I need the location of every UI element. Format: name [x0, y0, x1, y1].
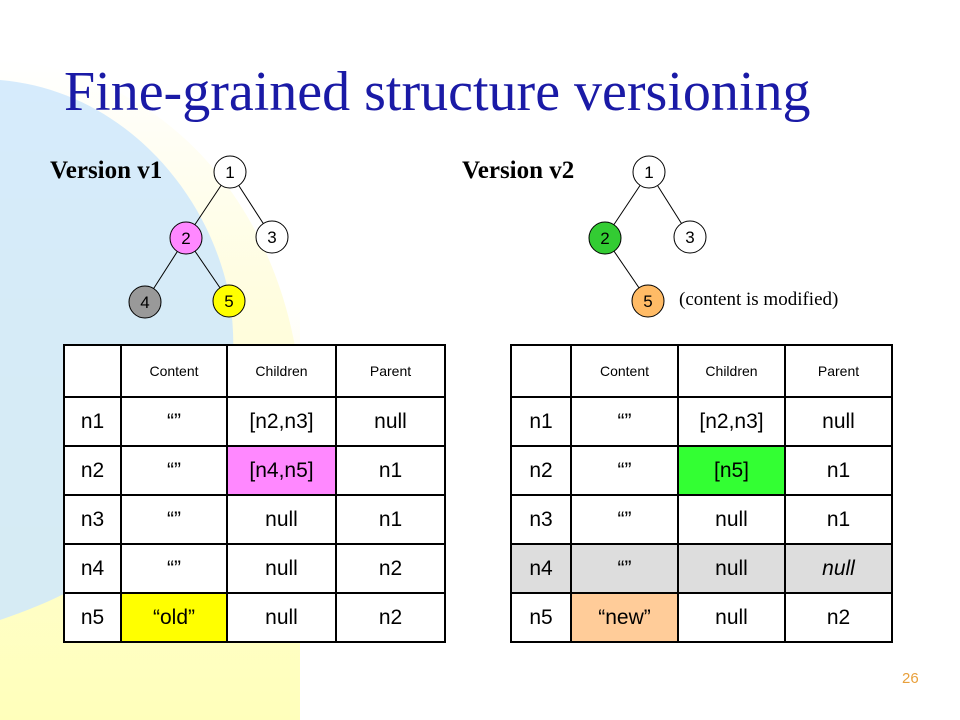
row-id: n5	[63, 592, 122, 643]
row-id: n2	[63, 445, 122, 496]
table-v1: Content Children Parent n1 “” [n2,n3] nu…	[63, 344, 446, 643]
row-id: n1	[63, 396, 122, 447]
row-id: n3	[63, 494, 122, 545]
table-row-removed: n4 “” null null	[510, 543, 893, 594]
slide-title: Fine-grained structure versioning	[64, 61, 811, 123]
parent-cell: n2	[335, 592, 446, 643]
header-content: Content	[120, 344, 228, 398]
header-parent: Parent	[335, 344, 446, 398]
tree-v1-node-4: 4	[128, 285, 162, 319]
row-id: n3	[510, 494, 572, 545]
svg-text:2: 2	[181, 229, 190, 248]
svg-text:3: 3	[685, 228, 694, 247]
table-row: n1 “” [n2,n3] null	[63, 396, 446, 447]
tree-v1-node-2: 2	[169, 221, 203, 255]
table-header-row: Content Children Parent	[63, 344, 446, 398]
table-row: n4 “” null n2	[63, 543, 446, 594]
svg-text:5: 5	[643, 292, 652, 311]
tree-v2-node-1: 1	[632, 155, 666, 189]
content-cell: “”	[120, 445, 228, 496]
children-cell-highlighted: [n4,n5]	[226, 445, 337, 496]
version-v1-label: Version v1	[50, 157, 163, 184]
header-content: Content	[570, 344, 679, 398]
header-empty	[63, 344, 122, 398]
row-id: n5	[510, 592, 572, 643]
table-v2: Content Children Parent n1 “” [n2,n3] nu…	[510, 344, 893, 643]
row-id: n4	[63, 543, 122, 594]
row-id: n4	[510, 543, 572, 594]
tree-v2-node-5: 5	[631, 284, 665, 318]
svg-text:4: 4	[140, 293, 149, 312]
content-cell: “”	[570, 445, 679, 496]
table-row: n3 “” null n1	[510, 494, 893, 545]
svg-text:1: 1	[225, 163, 234, 182]
tree-v1-node-5: 5	[212, 284, 246, 318]
parent-cell: null	[335, 396, 446, 447]
parent-cell: null	[784, 396, 893, 447]
parent-cell: n2	[335, 543, 446, 594]
version-v2-label: Version v2	[462, 157, 575, 184]
tree-v2-node-3: 3	[673, 220, 707, 254]
table-row: n2 “” [n5] n1	[510, 445, 893, 496]
row-id: n2	[510, 445, 572, 496]
children-cell: null	[226, 543, 337, 594]
children-cell: [n2,n3]	[226, 396, 337, 447]
content-modified-note: (content is modified)	[679, 289, 839, 310]
parent-cell: n1	[335, 445, 446, 496]
parent-cell: n1	[335, 494, 446, 545]
content-cell: “”	[120, 543, 228, 594]
content-cell: “”	[120, 396, 228, 447]
children-cell: null	[226, 494, 337, 545]
table-row: n5 “new” null n2	[510, 592, 893, 643]
tree-v1-node-3: 3	[255, 220, 289, 254]
header-empty	[510, 344, 572, 398]
svg-text:2: 2	[600, 229, 609, 248]
table-row: n3 “” null n1	[63, 494, 446, 545]
header-children: Children	[226, 344, 337, 398]
table-row: n2 “” [n4,n5] n1	[63, 445, 446, 496]
header-children: Children	[677, 344, 786, 398]
svg-text:5: 5	[224, 292, 233, 311]
svg-text:3: 3	[267, 228, 276, 247]
content-cell: “”	[570, 543, 679, 594]
svg-text:1: 1	[644, 163, 653, 182]
table-header-row: Content Children Parent	[510, 344, 893, 398]
parent-cell: null	[784, 543, 893, 594]
tree-v2-node-2: 2	[588, 221, 622, 255]
table-row: n5 “old” null n2	[63, 592, 446, 643]
page-number: 26	[902, 670, 919, 687]
header-parent: Parent	[784, 344, 893, 398]
content-cell: “”	[570, 396, 679, 447]
children-cell-highlighted: [n5]	[677, 445, 786, 496]
content-cell-highlighted: “old”	[120, 592, 228, 643]
parent-cell: n1	[784, 445, 893, 496]
table-row: n1 “” [n2,n3] null	[510, 396, 893, 447]
content-cell-highlighted: “new”	[570, 592, 679, 643]
content-cell: “”	[120, 494, 228, 545]
parent-cell: n1	[784, 494, 893, 545]
content-cell: “”	[570, 494, 679, 545]
row-id: n1	[510, 396, 572, 447]
children-cell: null	[677, 592, 786, 643]
children-cell: [n2,n3]	[677, 396, 786, 447]
children-cell: null	[677, 494, 786, 545]
children-cell: null	[226, 592, 337, 643]
parent-cell: n2	[784, 592, 893, 643]
tree-v1-node-1: 1	[213, 155, 247, 189]
children-cell: null	[677, 543, 786, 594]
